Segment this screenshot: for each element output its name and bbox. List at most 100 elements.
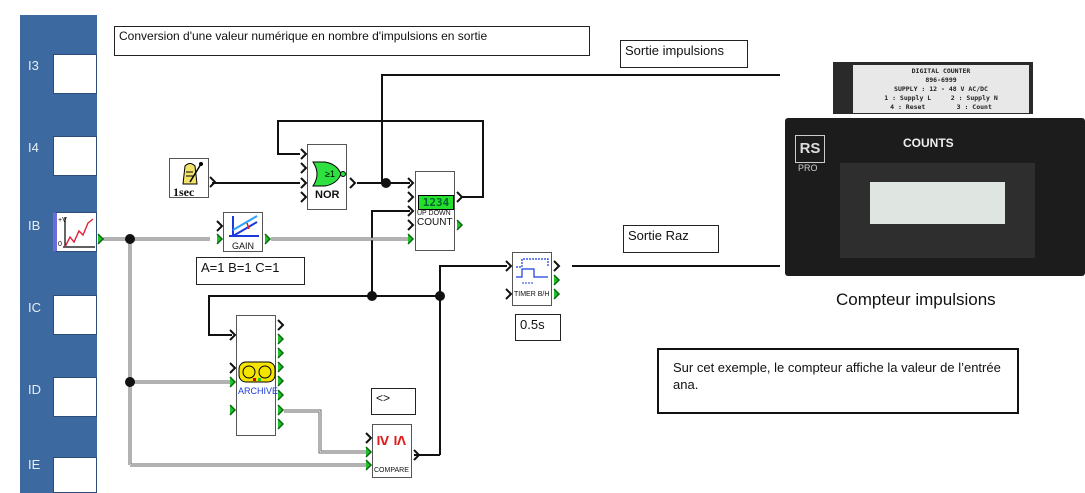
device-lcd — [870, 182, 1005, 224]
clock-block[interactable]: 1sec — [169, 158, 209, 199]
analog-pin-icon[interactable] — [277, 418, 285, 430]
analog-pin-icon[interactable] — [277, 375, 285, 387]
wire-compare-timer — [439, 265, 507, 455]
analog-pin-icon[interactable] — [277, 389, 285, 401]
analog-pin-icon[interactable] — [97, 233, 105, 245]
input-slot-i4[interactable] — [53, 136, 97, 176]
digital-pin-icon[interactable] — [365, 432, 373, 444]
analog-pin-icon[interactable] — [277, 347, 285, 359]
wire-nor-feedback — [277, 120, 484, 198]
digital-pin-icon[interactable] — [349, 177, 357, 189]
input-label-ic: IC — [28, 300, 41, 315]
analog-pin-icon[interactable] — [407, 233, 415, 245]
title-text: Conversion d'une valeur numérique en nom… — [119, 29, 488, 43]
digital-pin-icon[interactable] — [407, 191, 415, 203]
explanation-note: Sur cet exemple, le compteur affiche la … — [657, 348, 1019, 414]
digital-pin-icon[interactable] — [229, 329, 237, 341]
input-slot-ic[interactable] — [53, 295, 97, 335]
digital-pin-icon[interactable] — [300, 177, 308, 189]
input-slot-ib[interactable]: +V 0 — [53, 212, 97, 252]
digital-pin-icon[interactable] — [505, 260, 513, 272]
metronome-clock-icon — [182, 162, 203, 185]
timer-param: 0.5s — [515, 314, 561, 341]
analog-pin-icon[interactable] — [553, 288, 561, 300]
archive-tape-icon — [238, 361, 276, 383]
analog-pin-icon[interactable] — [456, 219, 464, 231]
digital-pin-icon[interactable] — [407, 177, 415, 189]
sortie-raz-text: Sortie Raz — [628, 228, 689, 243]
junction-dot — [435, 291, 445, 301]
digital-pin-icon[interactable] — [407, 219, 415, 231]
analog-pin-icon[interactable] — [277, 404, 285, 416]
input-label-id: ID — [28, 382, 41, 397]
sortie-impulsions-label: Sortie impulsions — [620, 40, 748, 68]
digital-pin-icon[interactable] — [277, 319, 285, 331]
gain-graph-icon — [229, 215, 259, 237]
wire-pulse-output — [381, 74, 780, 183]
analog-pin-icon[interactable] — [365, 459, 373, 471]
analog-pin-icon[interactable] — [264, 233, 272, 245]
device-panel-label: COUNTS — [903, 136, 954, 150]
analog-input-icon: +V 0 — [58, 217, 95, 248]
input-label-i4: I4 — [28, 140, 39, 155]
timer-param-text: 0.5s — [520, 317, 545, 332]
device-front-panel: COUNTS RS PRO — [785, 118, 1085, 276]
svg-text:≥1: ≥1 — [325, 169, 335, 179]
timer-block[interactable]: TIMER B/H — [512, 252, 552, 306]
sticker-line: 4 : Reset 3 : Count — [890, 103, 992, 111]
nor-gate-icon: ≥1 — [312, 161, 346, 187]
archive-block[interactable]: ARCHIVE — [236, 315, 279, 436]
compare-param: <> — [371, 388, 416, 415]
wire-reset-archive — [208, 210, 410, 336]
svg-text:0: 0 — [58, 241, 62, 248]
explanation-text: Sur cet exemple, le compteur affiche la … — [673, 360, 1001, 392]
digital-pin-icon[interactable] — [300, 162, 308, 174]
analog-pin-icon[interactable] — [277, 333, 285, 345]
digital-pin-icon[interactable] — [300, 148, 308, 160]
analog-pin-icon[interactable] — [365, 446, 373, 458]
analog-pin-icon[interactable] — [229, 376, 237, 388]
gain-label: GAIN — [232, 241, 255, 251]
analog-pin-icon[interactable] — [277, 361, 285, 373]
digital-pin-icon[interactable] — [505, 288, 513, 300]
compare-block[interactable]: ≥ ≤ COMPARE — [372, 424, 412, 478]
clock-label: 1sec — [173, 185, 195, 199]
analog-pin-icon[interactable] — [229, 404, 237, 416]
gain-block[interactable]: GAIN — [223, 212, 263, 252]
nor-block[interactable]: ≥1 NOR — [307, 144, 347, 210]
sortie-impulsions-text: Sortie impulsions — [625, 43, 724, 58]
digital-pin-icon[interactable] — [456, 191, 464, 203]
junction-dot — [381, 178, 391, 188]
updown-counter-block[interactable]: 1234 UP DOWN COUNT — [415, 171, 455, 251]
compteur-caption: Compteur impulsions — [836, 290, 996, 309]
digital-pin-icon[interactable] — [407, 205, 415, 217]
digital-pin-icon[interactable] — [209, 176, 217, 188]
digital-pin-icon[interactable] — [216, 220, 224, 232]
digital-pin-icon[interactable] — [229, 362, 237, 374]
input-slot-i3[interactable] — [53, 54, 97, 94]
rs-logo: RS — [795, 135, 825, 163]
sticker-line: 896-6999 — [925, 76, 957, 84]
analog-pin-icon[interactable] — [553, 274, 561, 286]
title-note: Conversion d'une valeur numérique en nom… — [114, 26, 590, 56]
junction-dot — [367, 291, 377, 301]
input-label-i3: I3 — [28, 58, 39, 73]
digital-pin-icon[interactable] — [300, 191, 308, 203]
input-label-ie: IE — [28, 457, 41, 472]
timer-waveform-icon — [516, 258, 549, 284]
digital-pin-icon[interactable] — [413, 449, 421, 461]
archive-label: ARCHIVE — [238, 386, 279, 396]
input-slot-id[interactable] — [53, 377, 97, 417]
digital-pin-icon[interactable] — [553, 260, 561, 272]
input-slot-ie[interactable] — [53, 457, 97, 493]
compare-param-text: <> — [376, 391, 391, 405]
counter-display: 1234 — [418, 195, 454, 210]
counter-line2: COUNT — [417, 217, 453, 228]
analog-pin-icon[interactable] — [216, 233, 224, 245]
junction-dot — [125, 377, 135, 387]
svg-text:+V: +V — [58, 217, 67, 224]
timer-label: TIMER B/H — [514, 291, 550, 298]
